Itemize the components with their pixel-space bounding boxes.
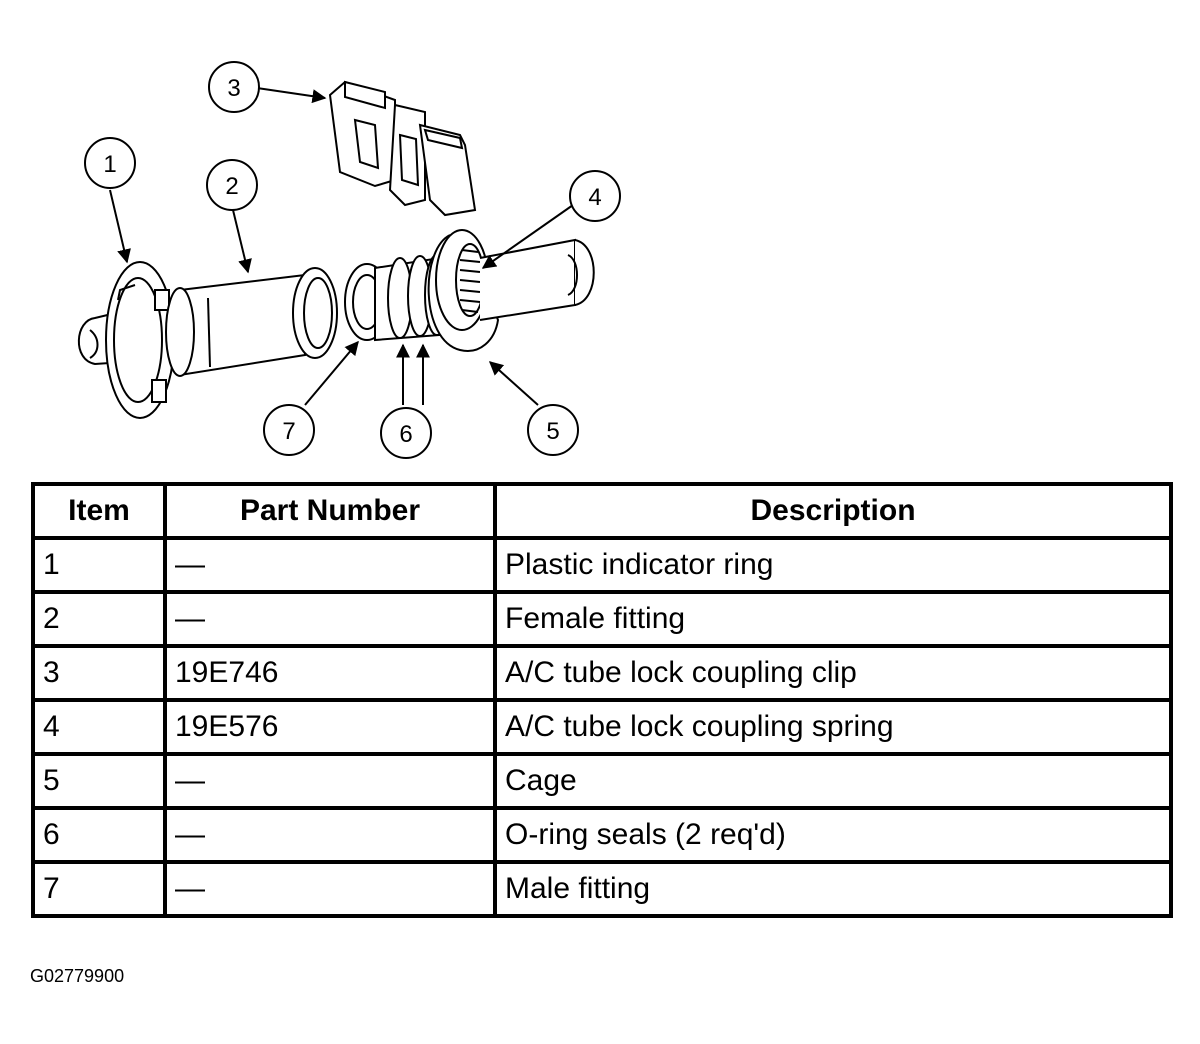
cell-item: 5 [31, 752, 167, 810]
cell-description: A/C tube lock coupling clip [493, 644, 1173, 702]
leader-line-7 [304, 340, 359, 406]
callout-1: 1 [84, 137, 136, 189]
table-header-row: Item Part Number Description [31, 482, 1173, 540]
cell-description: Cage [493, 752, 1173, 810]
table-row: 4 19E576 A/C tube lock coupling spring [31, 698, 1173, 756]
callout-3: 3 [208, 61, 260, 113]
cell-item: 2 [31, 590, 167, 648]
cell-part-number: — [163, 860, 497, 918]
cell-item: 6 [31, 806, 167, 864]
callout-2: 2 [206, 159, 258, 211]
table-row: 2 — Female fitting [31, 590, 1173, 648]
svg-text:7: 7 [282, 418, 295, 445]
cell-item: 1 [31, 536, 167, 594]
cell-description: O-ring seals (2 req'd) [493, 806, 1173, 864]
cell-item: 7 [31, 860, 167, 918]
svg-text:6: 6 [399, 421, 412, 448]
female-fitting [165, 267, 338, 377]
plastic-indicator-ring [105, 261, 175, 419]
svg-text:5: 5 [546, 418, 559, 445]
cell-item: 3 [31, 644, 167, 702]
right-tube [479, 238, 595, 321]
callout-6: 6 [380, 407, 432, 459]
cell-item: 4 [31, 698, 167, 756]
cell-part-number: — [163, 590, 497, 648]
cell-part-number: — [163, 752, 497, 810]
callout-4: 4 [569, 170, 621, 222]
table-row: 6 — O-ring seals (2 req'd) [31, 806, 1173, 864]
parts-table: Item Part Number Description 1 — Plastic… [31, 482, 1173, 918]
coupling-clip [328, 80, 477, 217]
leader-line-3 [256, 87, 327, 104]
table-row: 3 19E746 A/C tube lock coupling clip [31, 644, 1173, 702]
cell-part-number: 19E746 [163, 644, 497, 702]
coupling-spring [455, 243, 485, 317]
figure-id: G02779900 [30, 966, 125, 986]
svg-text:3: 3 [227, 75, 240, 102]
header-description: Description [493, 482, 1173, 540]
svg-text:4: 4 [588, 184, 601, 211]
leader-line-2 [232, 209, 252, 274]
callout-5: 5 [527, 404, 579, 456]
svg-text:2: 2 [225, 173, 238, 200]
leader-line-1 [109, 189, 131, 264]
table-row: 7 — Male fitting [31, 860, 1173, 918]
exploded-view-diagram: 1 2 3 4 5 6 7 [77, 61, 621, 459]
cell-part-number: — [163, 806, 497, 864]
cell-description: Male fitting [493, 860, 1173, 918]
leader-line-5 [488, 361, 539, 406]
cell-description: Plastic indicator ring [493, 536, 1173, 594]
header-item: Item [31, 482, 167, 540]
cell-part-number: — [163, 536, 497, 594]
table-row: 5 — Cage [31, 752, 1173, 810]
callout-7: 7 [263, 404, 315, 456]
cell-part-number: 19E576 [163, 698, 497, 756]
cell-description: A/C tube lock coupling spring [493, 698, 1173, 756]
header-part-number: Part Number [163, 482, 497, 540]
cell-description: Female fitting [493, 590, 1173, 648]
leader-line-4 [481, 204, 574, 269]
svg-text:1: 1 [103, 151, 116, 178]
table-row: 1 — Plastic indicator ring [31, 536, 1173, 594]
